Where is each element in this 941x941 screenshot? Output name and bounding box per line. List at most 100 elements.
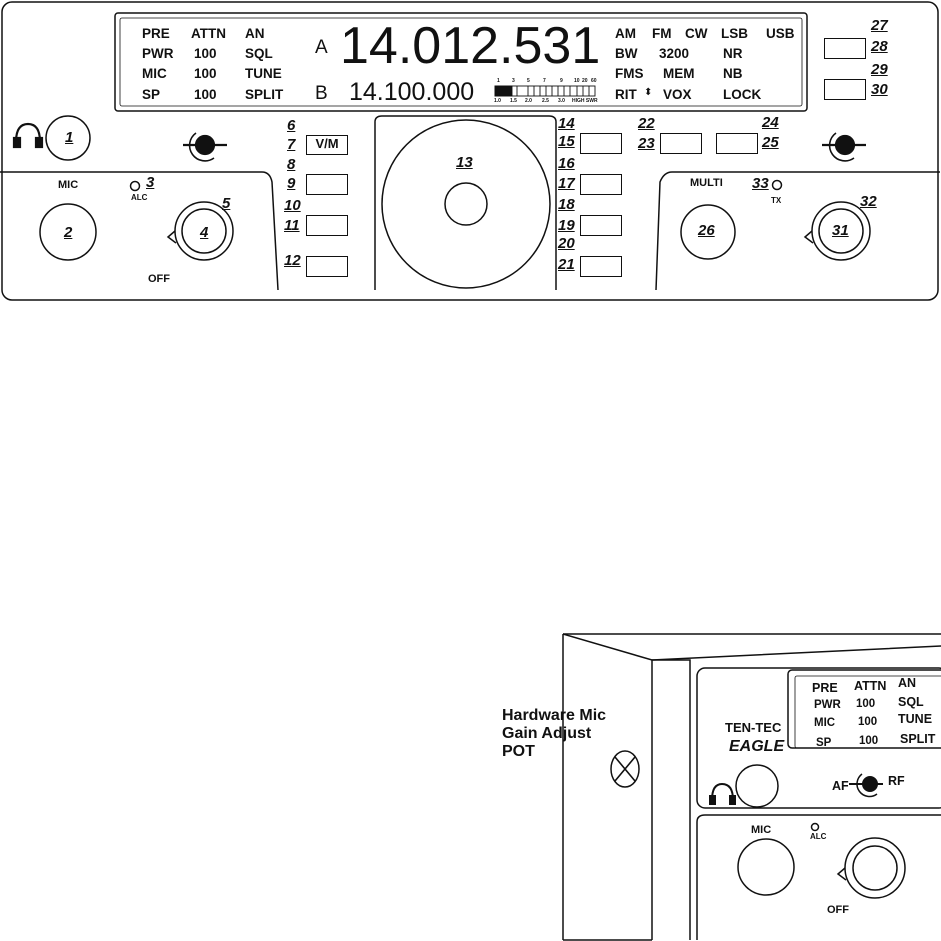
- meter-scale-tick: 10: [574, 78, 580, 84]
- vfo-b-frequency: 14.100.000: [349, 78, 475, 106]
- button-19[interactable]: [580, 215, 622, 236]
- front-panel-outline: [1, 1, 939, 301]
- photo-field-extra: TUNE: [898, 712, 933, 726]
- callout-33: 33: [752, 175, 769, 192]
- right-subpanel-outline: [655, 171, 940, 291]
- swr-scale-tick: HIGH SWR: [572, 98, 598, 104]
- callout-16: 16: [558, 155, 575, 172]
- button-17[interactable]: [580, 174, 622, 195]
- alc-led: [129, 180, 141, 192]
- display-field-name: MIC: [142, 66, 167, 81]
- mem-label: MEM: [663, 66, 695, 81]
- swr-scale-tick: 1.5: [510, 98, 517, 104]
- vox-label: VOX: [663, 87, 692, 102]
- mode-am: AM: [615, 26, 636, 41]
- button-30[interactable]: [824, 79, 866, 100]
- mode-fm: FM: [652, 26, 672, 41]
- meter-scale-tick: 5: [527, 78, 530, 84]
- callout-15: 15: [558, 133, 575, 150]
- mic-gain-knob-inner: [181, 208, 227, 254]
- photo-alc-label: ALC: [810, 832, 827, 841]
- multi-knob: [680, 204, 736, 260]
- mic-gain-callout-line: Gain Adjust: [502, 725, 592, 742]
- callout-28: 28: [871, 38, 888, 55]
- multi-label: MULTI: [690, 177, 723, 189]
- photo-alc-led: [810, 822, 820, 832]
- button-25[interactable]: [716, 133, 758, 154]
- button-9[interactable]: [306, 174, 348, 195]
- rit-label: RIT: [615, 87, 637, 102]
- photo-field-value: 100: [858, 716, 878, 728]
- mic-label: MIC: [58, 179, 79, 191]
- callout-1: 1: [65, 129, 74, 146]
- display-field-extra: SPLIT: [245, 87, 284, 102]
- bw-label: BW: [615, 46, 638, 61]
- display-field-name: SP: [142, 87, 161, 102]
- display-field-extra: TUNE: [245, 66, 282, 81]
- callout-19: 19: [558, 217, 575, 234]
- photo-field-extra: SPLIT: [900, 732, 936, 746]
- radio-top-front-edge: [562, 633, 941, 661]
- mode-lsb: LSB: [721, 26, 748, 41]
- display-field-value: 100: [194, 66, 217, 81]
- mic-connector: [39, 203, 97, 261]
- vm-button[interactable]: V/M: [306, 135, 348, 155]
- callout-3: 3: [146, 174, 155, 191]
- display-inner-window: [119, 17, 803, 107]
- photo-field-name: PRE: [812, 681, 838, 695]
- callout-25: 25: [762, 134, 779, 151]
- brand-name: TEN-TEC: [725, 720, 782, 735]
- display-window: [114, 12, 808, 112]
- callout-20: 20: [558, 235, 575, 252]
- callout-12: 12: [284, 252, 301, 269]
- display-field-value: 100: [194, 46, 217, 61]
- callout-2: 2: [64, 224, 73, 241]
- callout-32: 32: [860, 193, 877, 210]
- photo-field-value: 100: [859, 735, 879, 747]
- button-15[interactable]: [580, 133, 622, 154]
- photo-af-rf-control: [849, 773, 883, 798]
- photo-field-extra: AN: [898, 676, 917, 690]
- left-subpanel-outline: [0, 171, 279, 291]
- model-name: EAGLE: [729, 738, 785, 755]
- photo-off-label: OFF: [827, 904, 849, 916]
- mic-gain-callout-line: Hardware Mic: [502, 707, 607, 724]
- callout-10: 10: [284, 197, 301, 214]
- callout-13: 13: [456, 154, 473, 171]
- photo-headphone-jack: [735, 764, 779, 808]
- main-tuning-knob: [381, 119, 551, 289]
- photo-gain-knob-outer: [844, 837, 906, 899]
- button-28[interactable]: [824, 38, 866, 59]
- callout-6: 6: [287, 117, 296, 134]
- photo-field-name: PWR: [814, 699, 841, 711]
- photo-mic-connector: [737, 838, 795, 896]
- photo-field-extra: SQL: [898, 695, 924, 709]
- callout-4: 4: [200, 224, 209, 241]
- button-21[interactable]: [580, 256, 622, 277]
- display-field-value: 100: [194, 87, 217, 102]
- photo-field-name: MIC: [814, 717, 836, 729]
- meter-scale-tick: 7: [543, 78, 546, 84]
- headphone-icon: [12, 122, 44, 149]
- meter-scale-tick: 1: [497, 78, 500, 84]
- off-label: OFF: [148, 273, 170, 285]
- radio-side-panel: [562, 634, 653, 940]
- photo-field-value: ATTN: [854, 679, 887, 693]
- display-field-name: PRE: [142, 26, 170, 41]
- af-rf-control-right: [822, 132, 866, 162]
- callout-17: 17: [558, 175, 575, 192]
- right-knob-pointer: [803, 230, 814, 244]
- display-field-extra: SQL: [245, 46, 273, 61]
- lock-label: LOCK: [723, 87, 762, 102]
- callout-21: 21: [558, 256, 575, 273]
- button-23[interactable]: [660, 133, 702, 154]
- display-field-value: ATTN: [191, 26, 226, 41]
- callout-5: 5: [222, 195, 231, 212]
- button-11[interactable]: [306, 215, 348, 236]
- callout-24: 24: [762, 114, 779, 131]
- headphone-jack: [45, 115, 91, 161]
- s-meter-bargraph: [494, 85, 596, 97]
- button-12[interactable]: [306, 256, 348, 277]
- main-tuning-knob-dimple: [444, 182, 488, 226]
